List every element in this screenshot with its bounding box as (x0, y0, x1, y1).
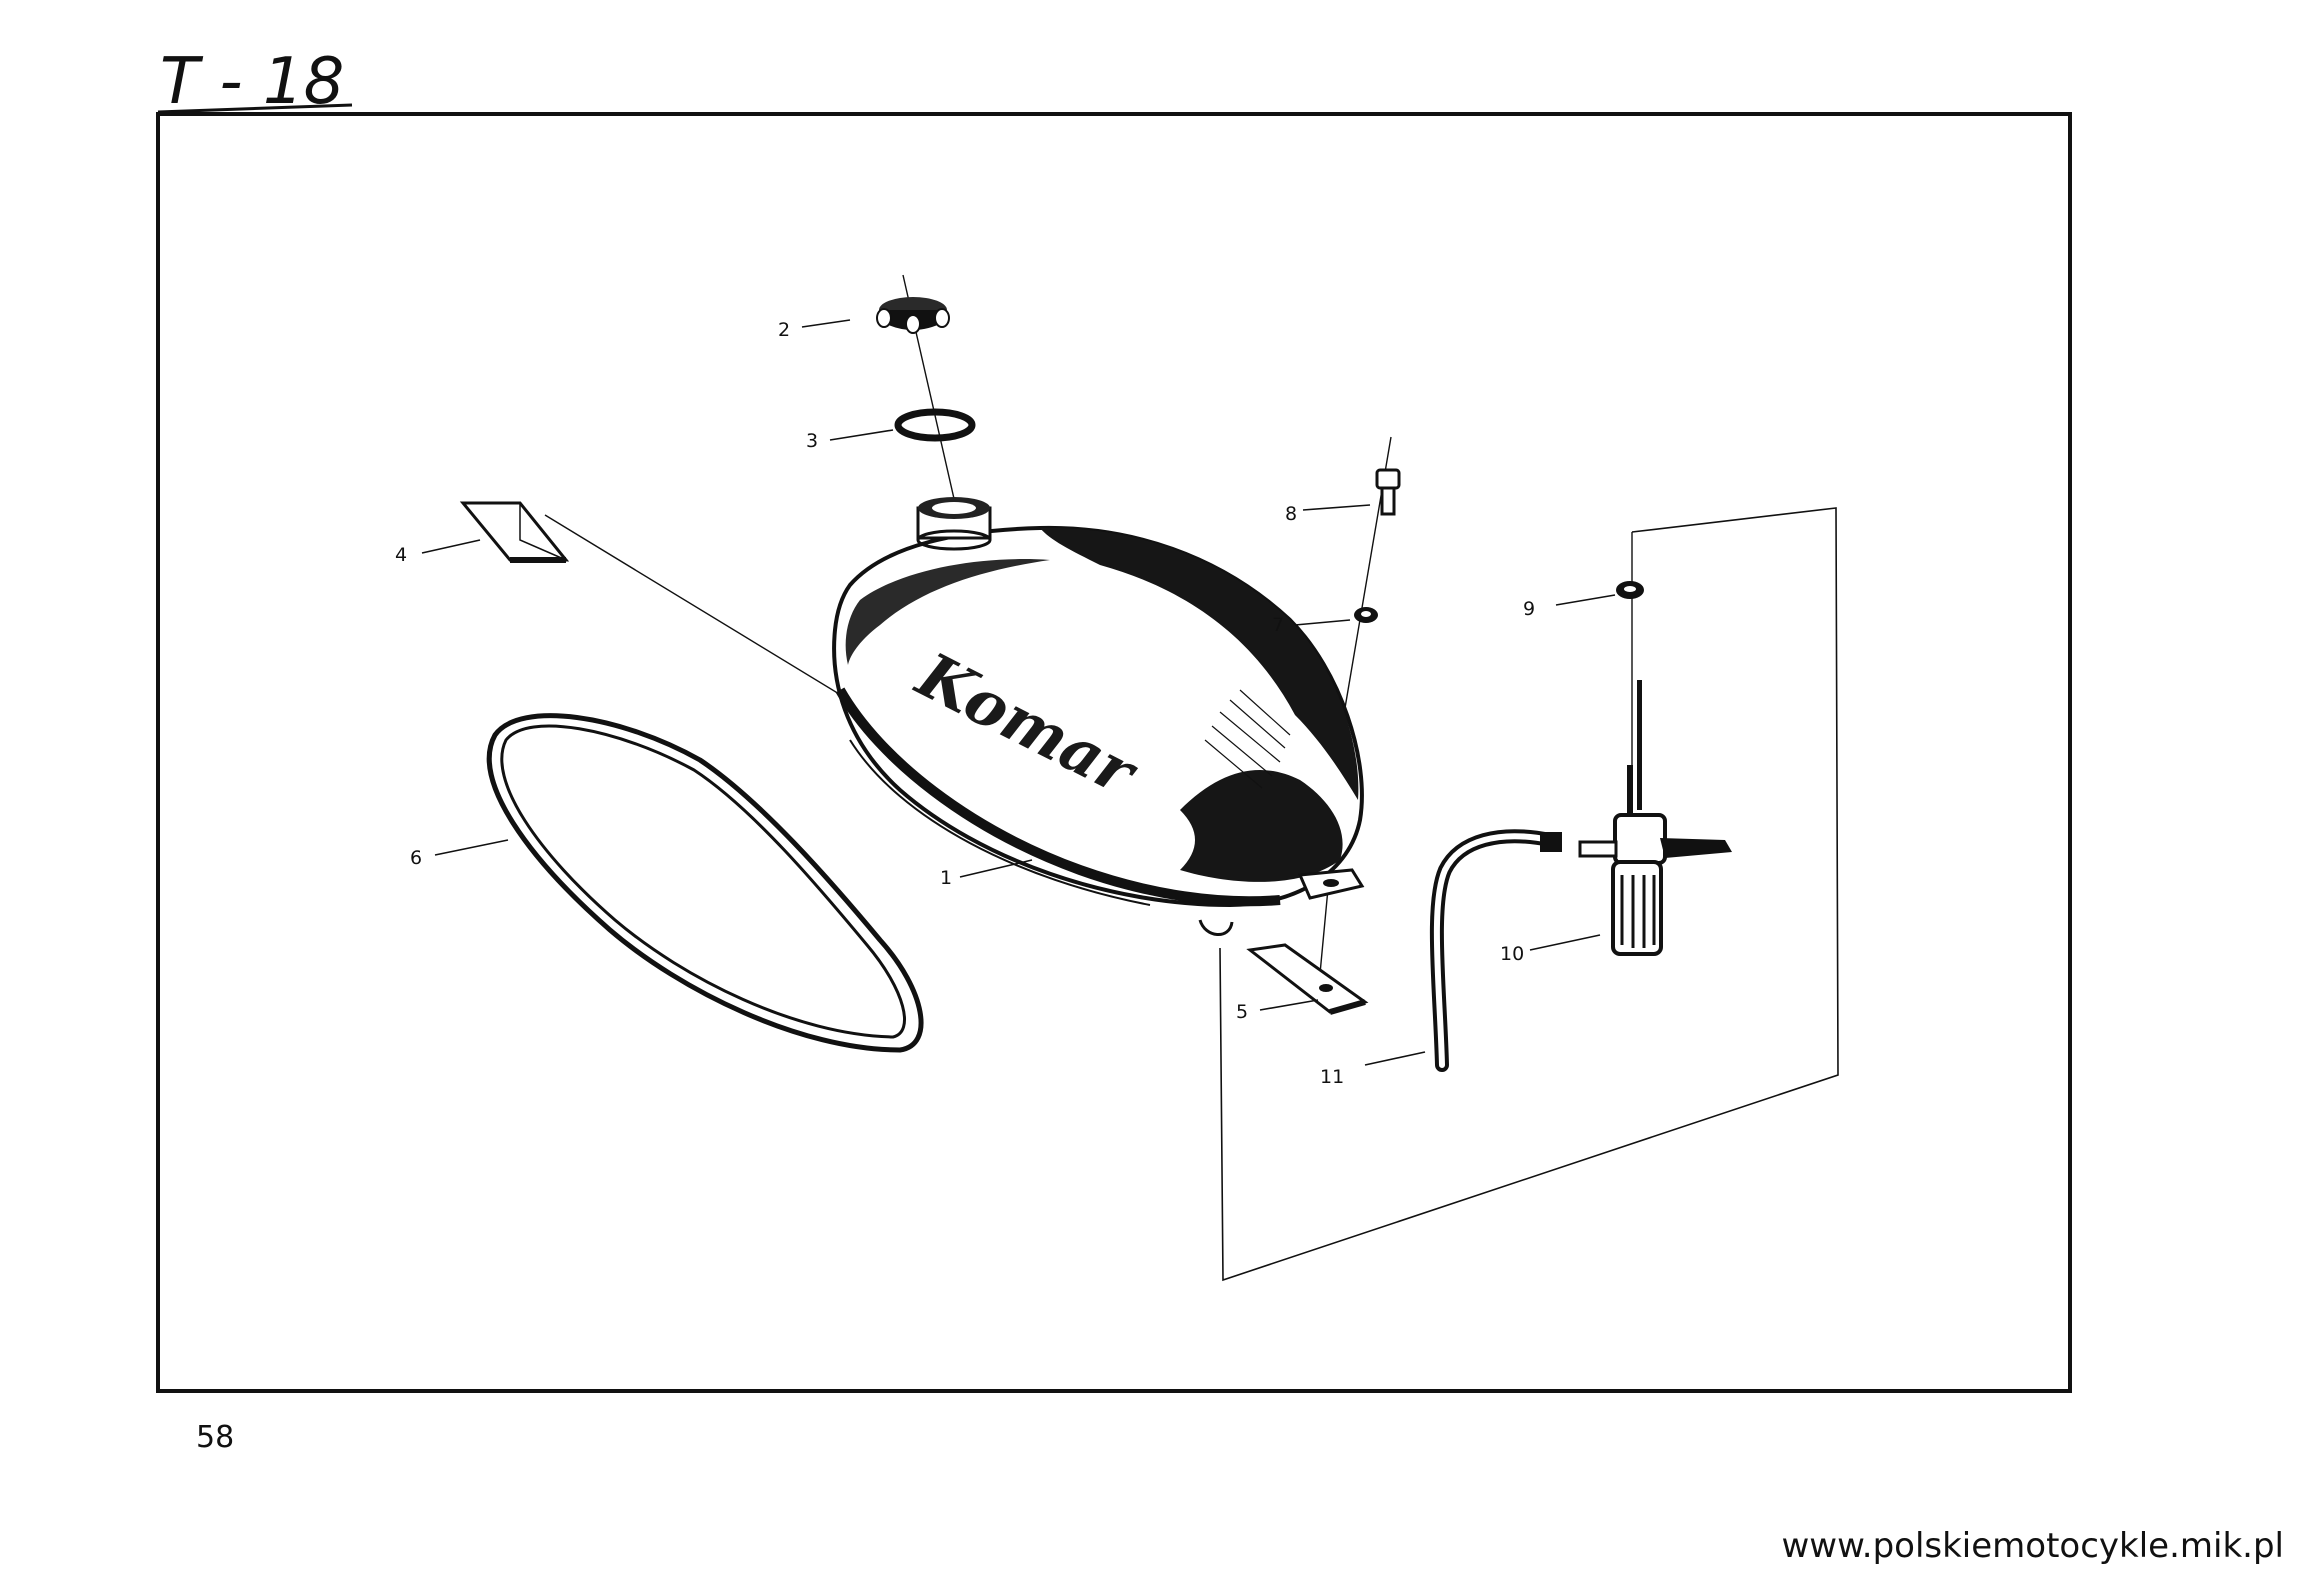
tap-body (1613, 813, 1667, 865)
tap-inlet-pipe (1627, 765, 1633, 825)
part-label-10: 10 (1500, 943, 1524, 965)
fixing-bolt (1375, 468, 1401, 516)
cap-knurl-2 (905, 314, 921, 334)
tank-dark-side (845, 559, 1050, 665)
cap-gasket (894, 408, 976, 442)
tap-lever (1660, 838, 1732, 858)
diagram-frame (156, 112, 2072, 1393)
part-label-7: 7 (1272, 614, 1284, 636)
part-label-2: 2 (778, 319, 790, 341)
fuel-tank: Komar (832, 497, 1365, 936)
tank-shading (1204, 689, 1291, 789)
fixing-washer (1354, 607, 1378, 623)
part-label-1: 1 (940, 867, 952, 889)
part-labels: 1 2 3 4 5 6 7 8 9 10 11 (395, 319, 1535, 1088)
part-label-6: 6 (410, 847, 422, 869)
tank-dark-top (1040, 527, 1359, 800)
part-label-9: 9 (1523, 598, 1535, 620)
part-label-4: 4 (395, 544, 407, 566)
tank-rim-seal (486, 713, 924, 1053)
tank-dark-flame (1180, 770, 1343, 882)
cap-knurl-1 (876, 308, 892, 328)
assembly-plane (1219, 507, 1839, 1282)
tap-outlet-nozzle (1578, 840, 1618, 858)
part-label-5: 5 (1236, 1001, 1248, 1023)
tap-standpipe (1637, 680, 1642, 810)
rubber-pad-lower (1246, 943, 1369, 1015)
fuel-hose (1429, 829, 1562, 1072)
part-label-11: 11 (1320, 1066, 1344, 1088)
tank-lower-edge (849, 739, 1151, 906)
label-leaders (421, 319, 1616, 1066)
filler-cap (876, 297, 950, 334)
tank-lower-band (835, 687, 1281, 907)
part-label-8: 8 (1285, 503, 1297, 525)
tap-filter-ribs (1620, 875, 1656, 948)
fuel-tap (1578, 680, 1732, 956)
filler-neck (916, 497, 992, 551)
cap-knurl-3 (934, 308, 950, 328)
website-url: www.polskiemotocykle.mik.pl (1781, 1526, 2284, 1566)
tap-filter-cup (1611, 860, 1663, 956)
rubber-pad-upper (459, 501, 570, 563)
part-label-3: 3 (806, 430, 818, 452)
page-number: 58 (196, 1420, 234, 1455)
tank-mount-bracket (1198, 868, 1365, 936)
title-underline (157, 103, 353, 114)
tap-washer (1616, 581, 1644, 599)
